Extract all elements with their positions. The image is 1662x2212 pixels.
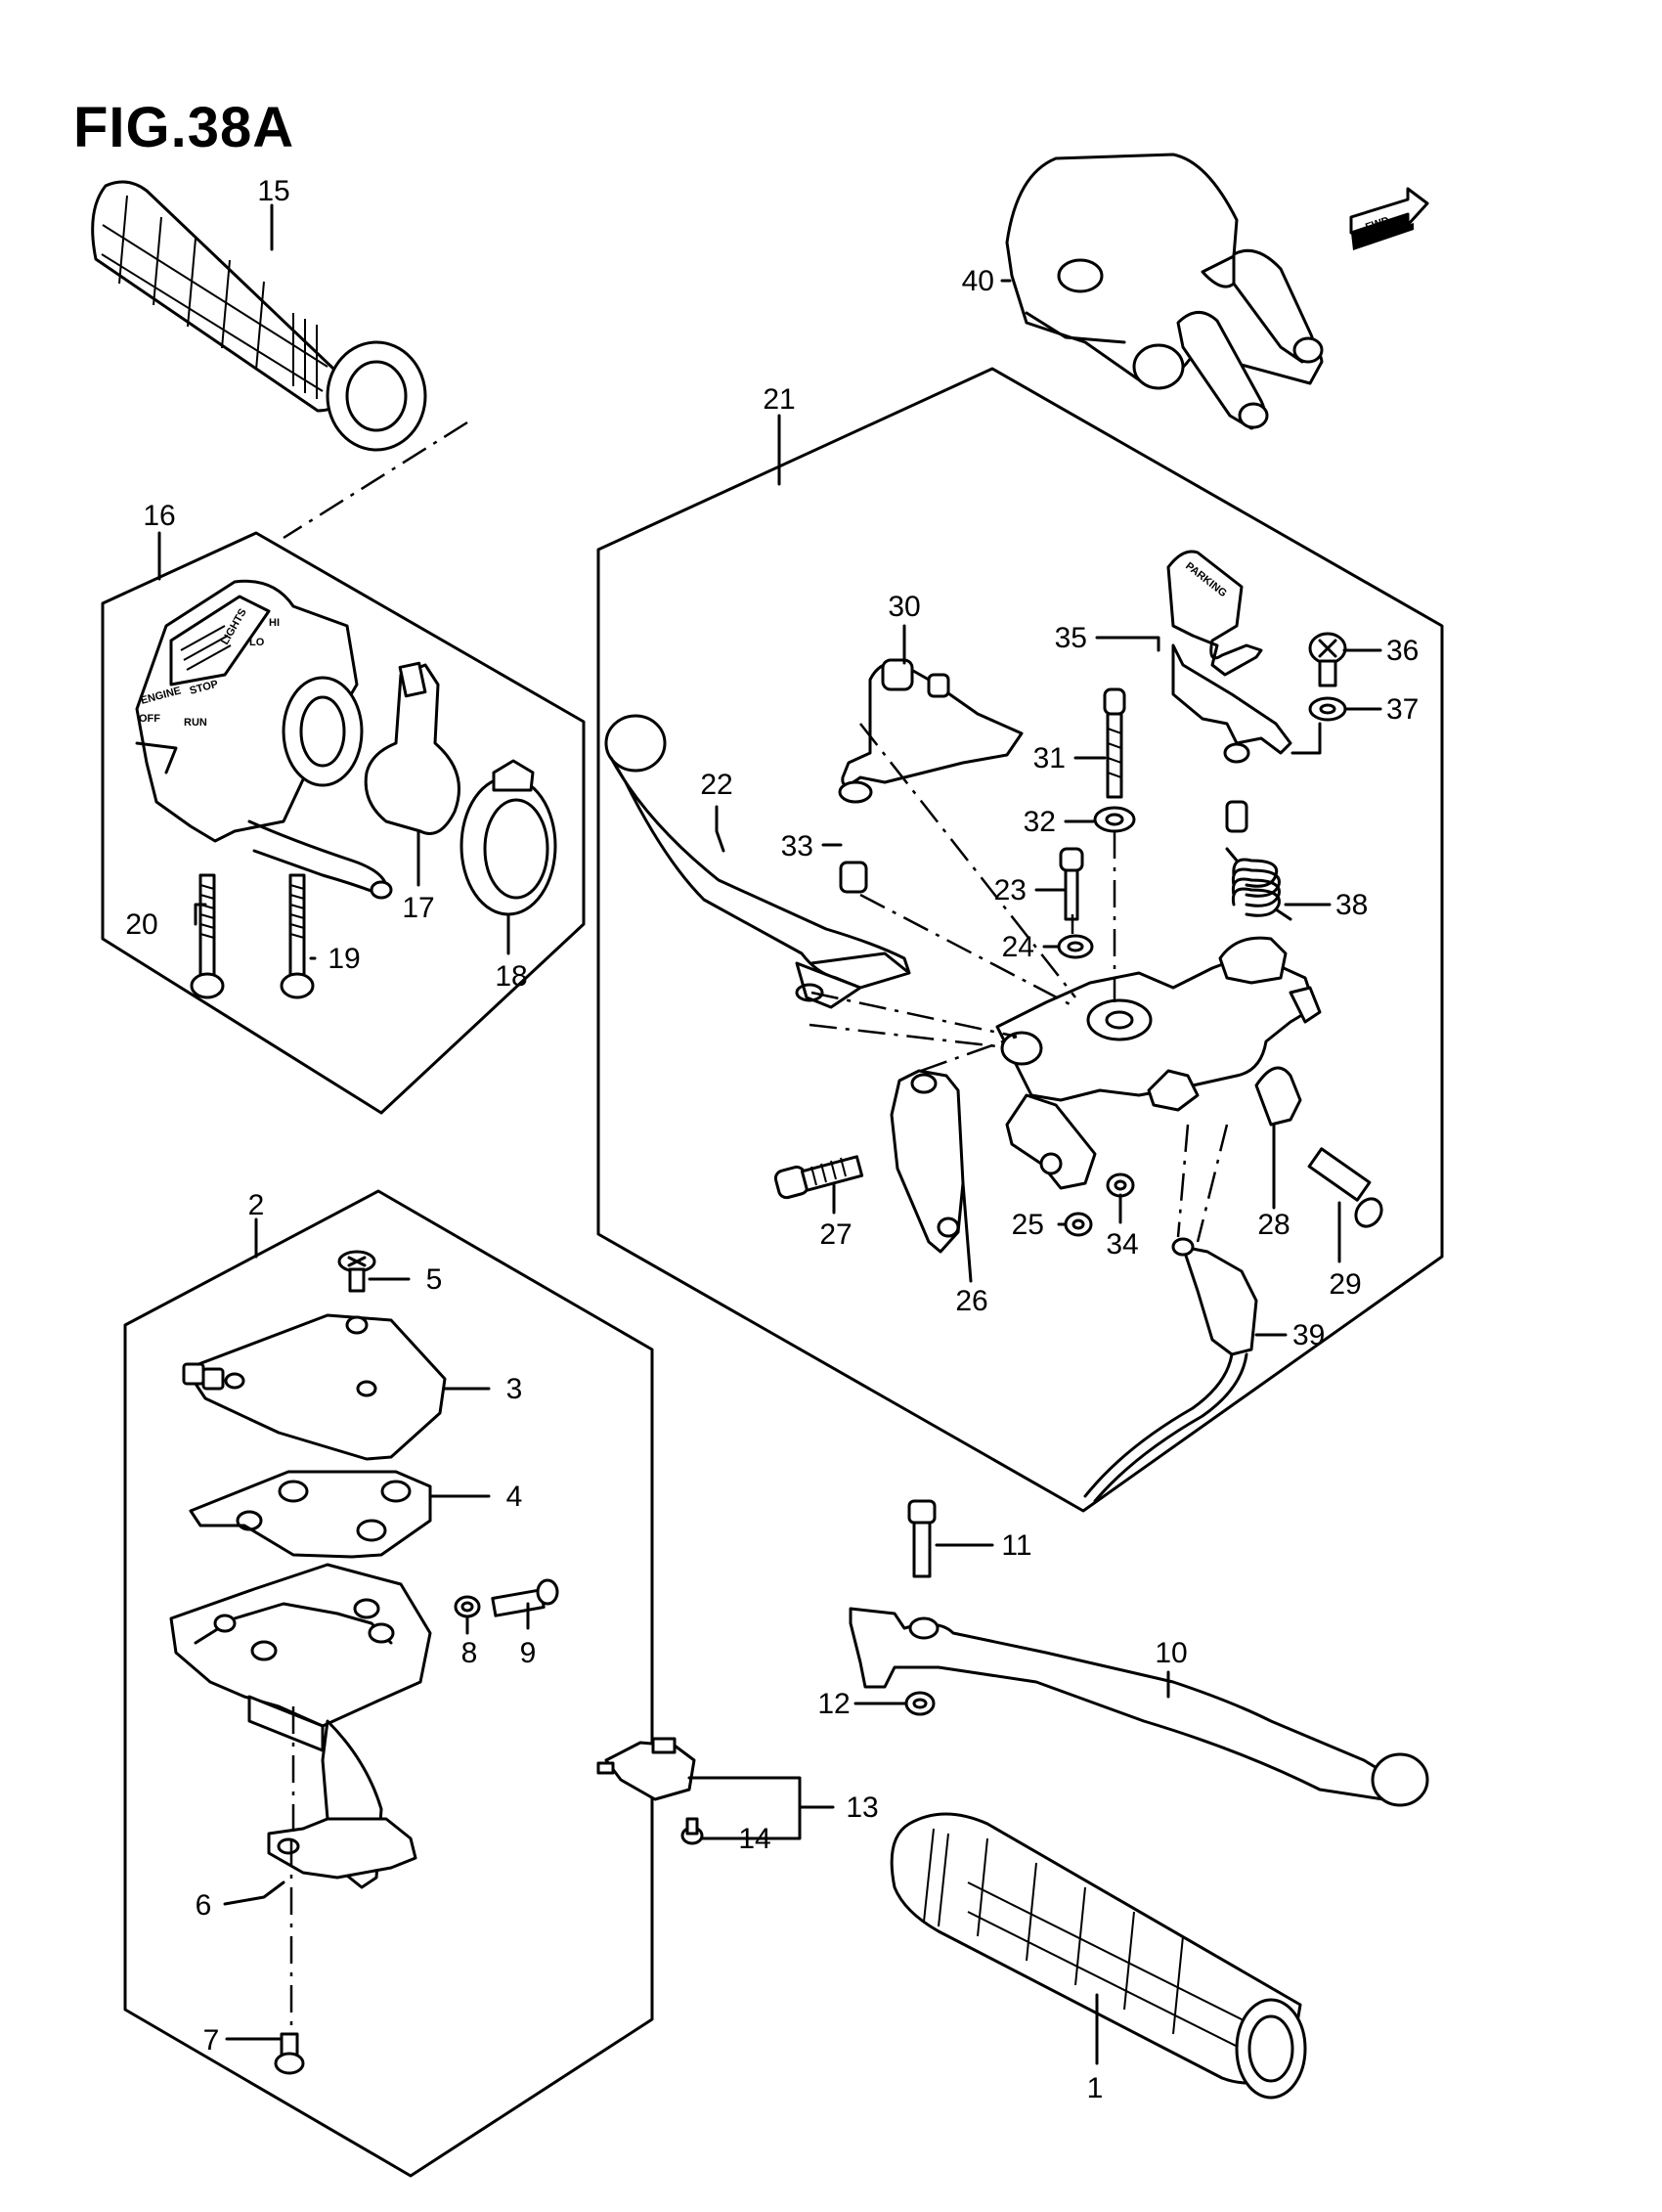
part-label-18: 18 (495, 960, 527, 993)
fwd-arrow-icon: FWD (1349, 187, 1429, 250)
part-label-29: 29 (1329, 1268, 1361, 1301)
part-label-6: 6 (196, 1889, 212, 1922)
switch-marking-lo: LO (249, 637, 265, 648)
part-label-26: 26 (955, 1285, 987, 1317)
part-label-10: 10 (1155, 1637, 1187, 1669)
switch-marking-run: RUN (184, 717, 207, 729)
part-label-25: 25 (1012, 1209, 1044, 1241)
figure-title: FIG.38A (73, 96, 295, 159)
part-label-30: 30 (888, 591, 920, 623)
part-labels: 1 2 3 4 5 6 7 8 9 10 11 12 13 14 15 16 1… (125, 175, 1419, 2104)
group-box-16 (101, 531, 586, 1115)
part-label-31: 31 (1033, 742, 1066, 774)
switch-marking-off: OFF (139, 713, 160, 725)
part-label-38: 38 (1335, 889, 1368, 921)
part-label-27: 27 (819, 1218, 852, 1251)
part-label-4: 4 (506, 1481, 523, 1513)
part-label-17: 17 (402, 892, 434, 924)
part-label-7: 7 (203, 2024, 220, 2057)
part-label-3: 3 (506, 1373, 523, 1405)
switch-marking-hi: HI (269, 617, 280, 629)
clutch-lever-10-drawing (849, 1499, 1429, 1807)
part-label-35: 35 (1055, 622, 1087, 654)
part-label-34: 34 (1106, 1228, 1138, 1261)
grip-1-drawing (890, 1812, 1307, 2100)
part-label-5: 5 (426, 1263, 443, 1296)
part-label-16: 16 (143, 500, 175, 532)
part-label-19: 19 (328, 943, 360, 975)
part-label-21: 21 (763, 383, 795, 416)
part-label-22: 22 (700, 769, 732, 801)
part-label-9: 9 (520, 1637, 537, 1669)
part-label-8: 8 (461, 1637, 478, 1669)
part-label-33: 33 (781, 830, 813, 863)
part-label-15: 15 (257, 175, 289, 207)
group-box-21 (596, 367, 1444, 1513)
lever-assembly-21-drawing: PARKING (604, 550, 1383, 1503)
part-label-40: 40 (962, 265, 994, 297)
part-label-28: 28 (1257, 1209, 1290, 1241)
master-cylinder-2-drawing (169, 1250, 559, 2075)
switch-cover-40-drawing (1005, 153, 1324, 430)
brake-switch-13-drawing (596, 1737, 704, 1845)
leader-lines (157, 203, 1382, 2065)
group-box-2 (123, 1189, 654, 2178)
grip-15-drawing (91, 180, 427, 452)
part-label-13: 13 (846, 1792, 878, 1824)
part-label-20: 20 (125, 908, 157, 941)
part-label-37: 37 (1386, 693, 1419, 726)
part-label-23: 23 (994, 874, 1027, 907)
part-label-12: 12 (817, 1688, 850, 1720)
part-label-2: 2 (248, 1189, 265, 1221)
part-label-24: 24 (1002, 931, 1034, 963)
part-label-1: 1 (1087, 2072, 1104, 2104)
part-label-36: 36 (1386, 635, 1419, 667)
part-label-11: 11 (1001, 1529, 1031, 1562)
part-label-32: 32 (1024, 806, 1056, 838)
part-label-39: 39 (1292, 1319, 1325, 1351)
connector-15-16 (283, 420, 468, 540)
part-label-14: 14 (738, 1823, 770, 1855)
handlebar-switch-16-drawing: LIGHTS HI LO ENGINE STOP OFF RUN (135, 579, 557, 999)
